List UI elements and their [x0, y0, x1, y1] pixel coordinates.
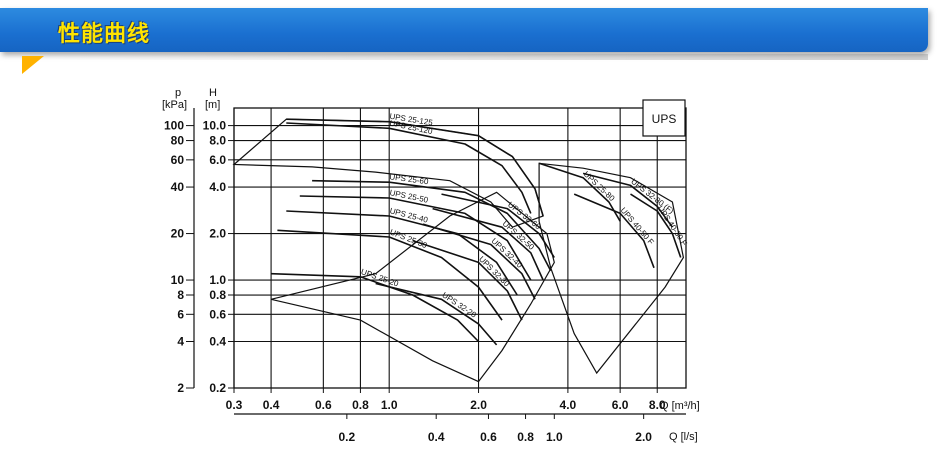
- x-tick-label: 0.3: [226, 398, 243, 412]
- series-curve: [630, 193, 682, 258]
- y-tick-label: 6.0: [209, 153, 226, 167]
- series-label: UPS 32-80 (F): [629, 177, 675, 216]
- y-tick-label: 10.0: [203, 119, 227, 133]
- y2-tick-label: 6: [177, 307, 184, 321]
- y2-tick-label: 100: [164, 119, 184, 133]
- x-tick-label: 2.0: [470, 398, 487, 412]
- y-tick-label: 1.0: [209, 273, 226, 287]
- series-curve: [375, 282, 498, 346]
- x-tick-label: 8.0: [649, 398, 666, 412]
- x2-tick-label: 0.2: [339, 430, 356, 444]
- y2-tick-label: 4: [177, 335, 184, 349]
- y-axis-unit-h: H: [209, 87, 217, 99]
- series-curve: [277, 229, 503, 321]
- y-tick-label: 2.0: [209, 227, 226, 241]
- x2-tick-label: 1.0: [546, 430, 563, 444]
- chart-grid: [233, 108, 686, 389]
- series-curve: [432, 207, 544, 281]
- x-tick-label: 6.0: [612, 398, 629, 412]
- ups-box-label: UPS: [652, 112, 677, 126]
- series-label: UPS 25-80: [582, 170, 617, 204]
- y-tick-label: 4.0: [209, 180, 226, 194]
- x2-tick-label: 2.0: [635, 430, 652, 444]
- ups-box: [642, 99, 686, 137]
- y2-tick-label: 2: [177, 381, 184, 395]
- series-curve: [422, 223, 536, 300]
- y2-tick-label: 8: [177, 288, 184, 302]
- operating-envelope: [232, 118, 544, 228]
- operating-envelope: [538, 162, 685, 375]
- y-tick-label: 0.2: [209, 381, 226, 395]
- x-tick-label: 0.4: [263, 398, 280, 412]
- x2-tick-label: 0.4: [428, 430, 445, 444]
- y-tick-label: 0.8: [209, 288, 226, 302]
- y-tick-label: 8.0: [209, 134, 226, 148]
- x2-axis-unit: Q [l/s]: [669, 431, 698, 443]
- page-title: 性能曲线: [58, 22, 151, 47]
- x-tick-label: 0.6: [315, 398, 332, 412]
- x2-tick-label: 0.6: [480, 430, 497, 444]
- y2-tick-label: 10: [171, 273, 185, 287]
- y2-tick-label: 60: [171, 153, 185, 167]
- curve-envelopes: [232, 118, 685, 383]
- y-axis-unit-m: [m]: [205, 99, 220, 111]
- x-tick-label: 0.8: [352, 398, 369, 412]
- series-curve: [312, 179, 552, 272]
- series-group: [271, 118, 682, 346]
- banner-shadow: [40, 54, 928, 60]
- x-tick-label: 4.0: [560, 398, 577, 412]
- series-label: UPS 25-40: [389, 206, 430, 225]
- y2-tick-label: 20: [171, 227, 185, 241]
- y2-axis-unit-p: p: [175, 87, 181, 99]
- series-curve: [573, 193, 655, 269]
- series-curve: [582, 172, 674, 228]
- x2-tick-label: 0.8: [517, 430, 534, 444]
- series-curve: [441, 193, 555, 258]
- x-axis-unit: Q [m³/h]: [660, 400, 700, 412]
- y2-tick-label: 40: [171, 180, 185, 194]
- y-tick-label: 0.4: [209, 335, 226, 349]
- series-curve: [299, 195, 532, 281]
- y2-axis-unit-kpa: [kPa]: [162, 99, 187, 111]
- x-tick-label: 1.0: [381, 398, 398, 412]
- header-banner: 性能曲线: [0, 8, 928, 52]
- series-label: UPS 40-50 F: [619, 206, 656, 247]
- series-curve: [286, 118, 544, 217]
- series-curve: [412, 239, 523, 321]
- operating-envelope: [270, 191, 555, 383]
- series-curve: [286, 210, 518, 296]
- banner-flag-icon: [22, 56, 44, 74]
- series-curve: [286, 122, 532, 214]
- plot-frame: [233, 107, 687, 389]
- series-curve: [271, 272, 480, 343]
- y-tick-label: 0.6: [209, 307, 226, 321]
- y2-tick-label: 80: [171, 134, 185, 148]
